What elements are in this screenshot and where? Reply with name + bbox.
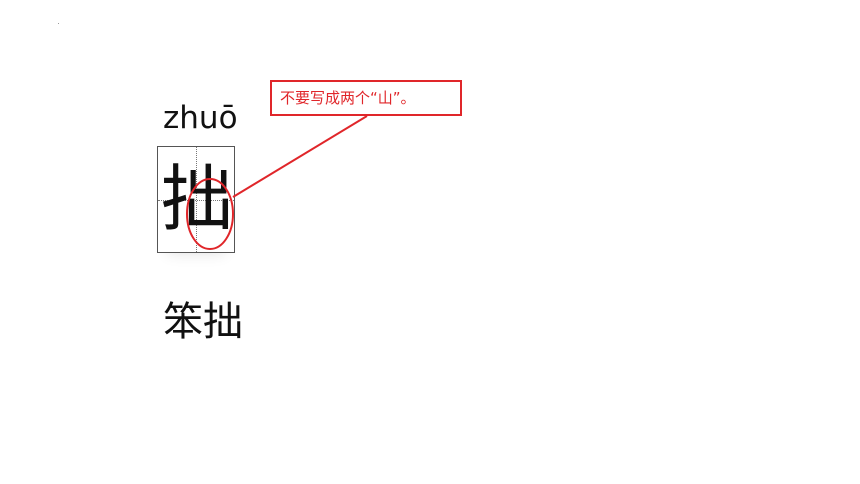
corner-mark	[58, 23, 59, 24]
example-word: 笨拙	[163, 299, 243, 345]
writing-note-callout: 不要写成两个“山”。	[270, 80, 462, 116]
character-grid: 拙	[157, 146, 235, 253]
pinyin-label: zhuō	[163, 100, 238, 136]
callout-leader-line	[232, 115, 368, 198]
target-character: 拙	[160, 157, 233, 241]
